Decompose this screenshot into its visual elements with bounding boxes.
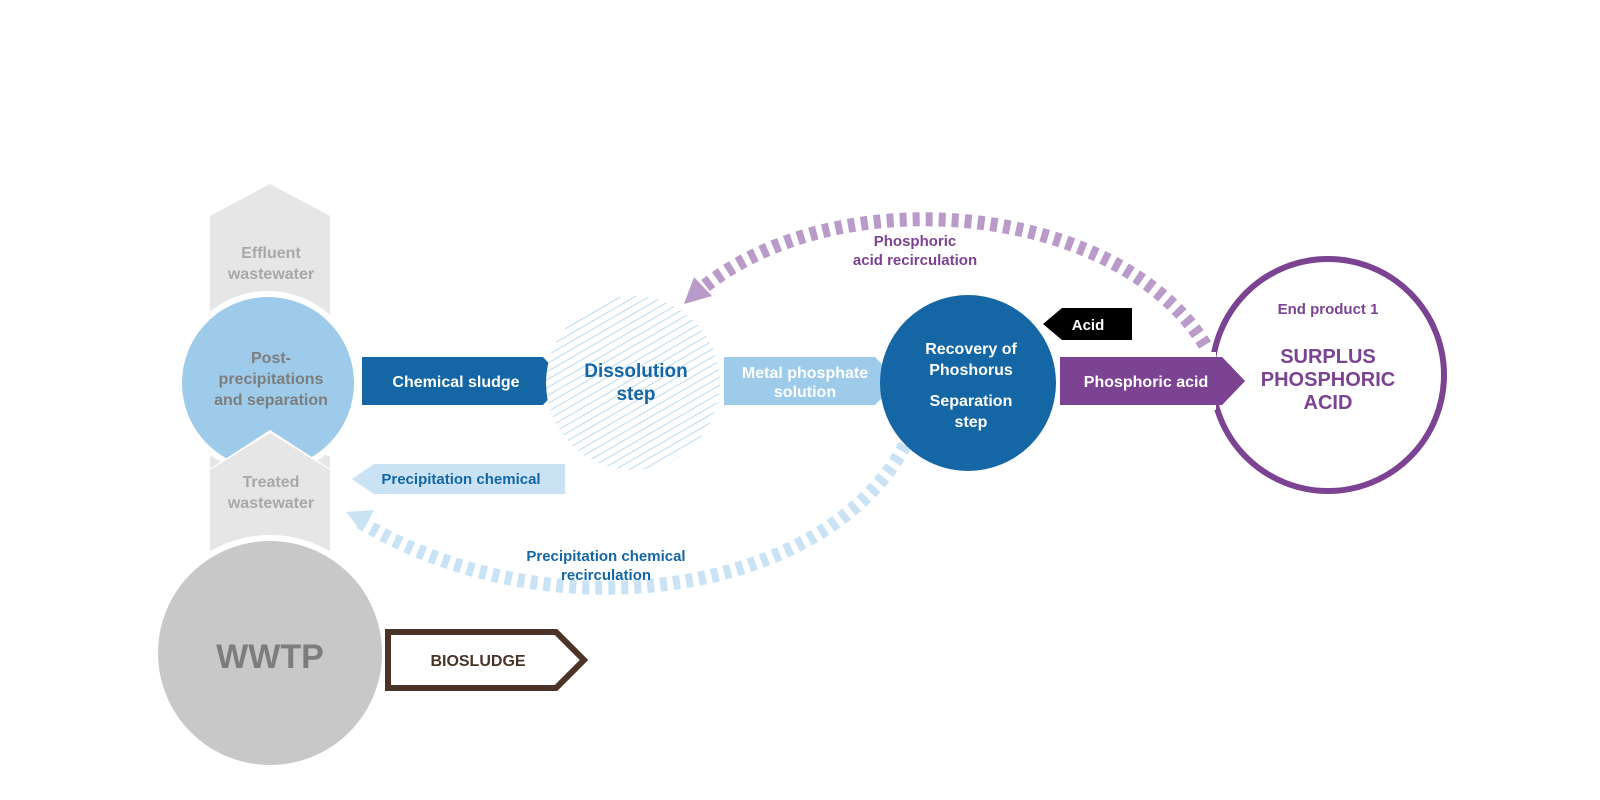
acid-arrow — [1043, 308, 1132, 340]
post-precipitation-label: Post- precipitations and separation — [214, 350, 328, 409]
dissolution-circle — [546, 296, 720, 470]
dissolution-line2: step — [616, 384, 655, 405]
metal-phosphate-arrow — [724, 357, 898, 405]
wwtp-label: WWTP — [216, 638, 324, 676]
recovery-line2: Phoshorus — [929, 362, 1013, 379]
precip-recirc-line1: Precipitation chemical — [526, 548, 685, 565]
post-precip-line1: Post- — [251, 350, 291, 367]
precipitation-chemical-label: Precipitation chemical — [381, 471, 540, 488]
phosphoric-acid-arrow-tip — [1200, 357, 1245, 405]
phosphoric-recirc-line2: acid recirculation — [853, 252, 977, 269]
phosphoric-acid-recirculation-arrow — [684, 212, 1211, 349]
effluent-line2: wastewater — [227, 266, 314, 283]
end-product-line2: PHOSPHORIC — [1261, 369, 1395, 391]
dissolution-label: Dissolution step — [584, 361, 687, 405]
biosludge-label: BIOSLUDGE — [430, 653, 525, 670]
phosphoric-recirc-line1: Phosphoric — [874, 233, 957, 250]
end-product-caption: End product 1 — [1278, 301, 1379, 318]
treated-line1: Treated — [243, 474, 300, 491]
chemical-sludge-arrow — [362, 357, 565, 405]
treated-wastewater-arrow-tip — [210, 433, 330, 480]
phosphoric-acid-arrow — [1060, 357, 1245, 405]
phosphoric-acid-label: Phosphoric acid — [1084, 374, 1208, 391]
effluent-wastewater-arrow — [210, 184, 330, 325]
post-precip-line3: and separation — [214, 392, 328, 409]
metal-phosphate-label: Metal phosphate solution — [742, 365, 868, 401]
effluent-wastewater-label: Effluent wastewater — [227, 245, 314, 283]
metal-phosphate-line1: Metal phosphate — [742, 365, 868, 382]
treated-wastewater-label: Treated wastewater — [227, 474, 314, 512]
post-precip-line2: precipitations — [219, 371, 324, 388]
precipitation-chemical-recirculation-arrow — [346, 441, 912, 595]
chemical-sludge-label: Chemical sludge — [392, 374, 519, 391]
phosphoric-acid-recirculation-label: Phosphoric acid recirculation — [853, 233, 977, 269]
metal-phosphate-line2: solution — [774, 384, 836, 401]
end-product-line3: ACID — [1304, 392, 1353, 414]
recovery-line4: step — [955, 414, 988, 431]
precipitation-chemical-arrow — [352, 464, 565, 494]
treated-line2: wastewater — [227, 495, 314, 512]
effluent-line1: Effluent — [241, 245, 301, 262]
recovery-circle — [880, 295, 1056, 471]
precip-recirc-line2: recirculation — [561, 567, 651, 584]
end-product-label: End product 1 SURPLUS PHOSPHORIC ACID — [1261, 301, 1395, 414]
end-product-line1: SURPLUS — [1280, 346, 1376, 368]
biosludge-arrow — [385, 629, 589, 691]
recovery-line3: Separation — [930, 393, 1013, 410]
recovery-line1: Recovery of — [925, 341, 1017, 358]
dissolution-line1: Dissolution — [584, 361, 687, 382]
precipitation-chemical-recirculation-label: Precipitation chemical recirculation — [526, 548, 685, 584]
acid-label: Acid — [1072, 317, 1105, 334]
recovery-label: Recovery of Phoshorus Separation step — [925, 341, 1017, 431]
